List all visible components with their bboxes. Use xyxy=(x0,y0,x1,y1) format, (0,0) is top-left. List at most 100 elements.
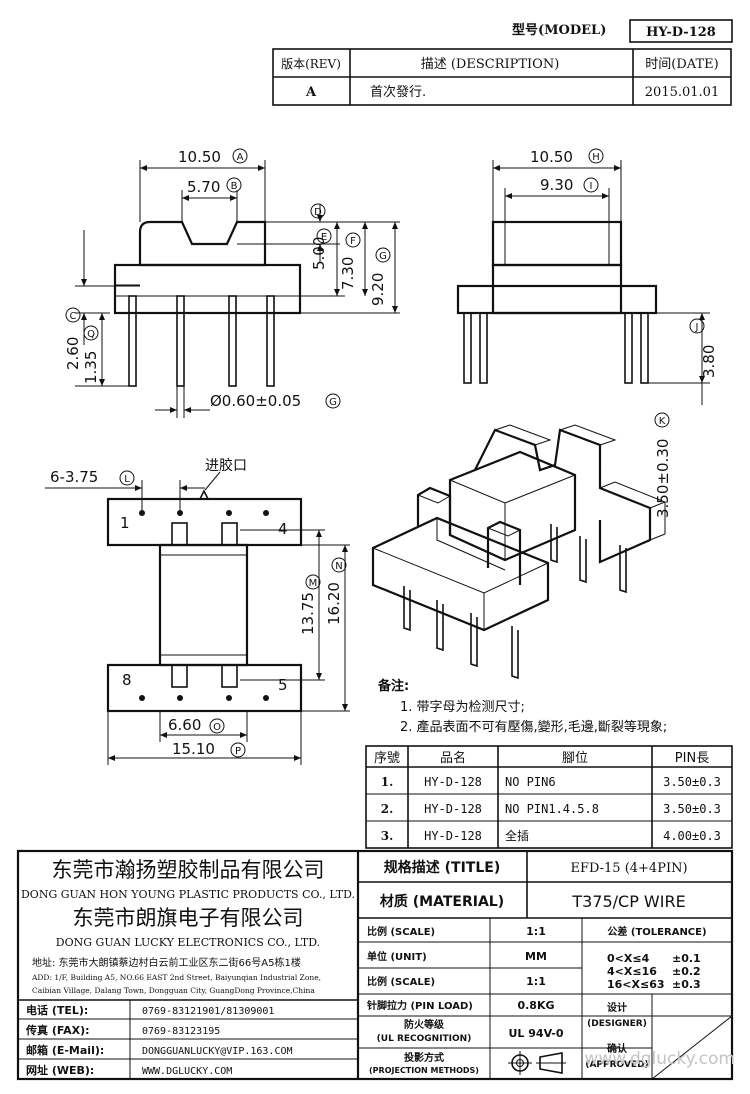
material-value: T375/CP WIRE xyxy=(571,892,685,911)
fax-value: 0769-83123195 xyxy=(142,1026,220,1037)
projection-en-label: (PROJECTION METHODS) xyxy=(369,1066,479,1075)
dim-pin-tag: G xyxy=(329,397,337,408)
approved-label: 确认 xyxy=(607,1042,628,1055)
model-value: HY-D-128 xyxy=(646,25,716,40)
tol-2-value: ±0.2 xyxy=(672,965,701,978)
dim-k-value: 3.50±0.30 xyxy=(654,439,672,518)
company-name-cn-2: 东莞市朗旗电子有限公司 xyxy=(73,906,304,930)
table-row-2-pos: NO PIN1.4.5.8 xyxy=(505,802,599,816)
desc-col-header: 描述 (DESCRIPTION) xyxy=(421,57,560,72)
pin-table-header-pos: 腳位 xyxy=(562,751,588,766)
dim-l-tag: L xyxy=(124,474,130,485)
table-row-3-name: HY-D-128 xyxy=(424,829,482,843)
email-label: 邮箱 (E-Mail): xyxy=(26,1043,104,1057)
model-box xyxy=(629,19,733,43)
spec-title-label: 规格描述 (TITLE) xyxy=(384,859,500,876)
spec-title-value: EFD-15 (4+4PIN) xyxy=(570,861,687,876)
isometric-view xyxy=(371,424,667,680)
dim-d-tag: D xyxy=(314,207,322,218)
front-view-dimensions: 10.50 A 5.70 B D 5.00 E 7.30 F 9.20 G xyxy=(64,148,400,418)
pin-table: 序號 品名 腳位 PIN長 1. HY-D-128 NO PIN6 3.50±0… xyxy=(365,745,733,849)
table-row-3-len: 4.00±0.3 xyxy=(663,829,721,843)
dim-e-tag: E xyxy=(321,232,327,243)
pin-1-label: 1 xyxy=(120,514,130,532)
scale-label: 比例 (SCALE) xyxy=(367,925,435,938)
ul-label: 防火等级 xyxy=(404,1018,445,1031)
dim-a-value: 10.50 xyxy=(178,148,221,166)
dim-a-tag: A xyxy=(237,152,244,163)
dim-i-tag: I xyxy=(590,181,593,192)
date-col-header: 时间(DATE) xyxy=(645,57,718,72)
dim-b-tag: B xyxy=(231,181,238,192)
revision-table: 版本(REV) 描述 (DESCRIPTION) 时间(DATE) A 首次發行… xyxy=(272,48,732,106)
gate-label: 进胶口 xyxy=(205,457,247,474)
dim-9-value: 9.20 xyxy=(369,273,387,306)
company-name-en-1: DONG GUAN HON YOUNG PLASTIC PRODUCTS CO.… xyxy=(21,888,355,901)
unit-label: 单位 (UNIT) xyxy=(367,950,427,963)
company-address-en-1: ADD: 1/F, Building A5, NO.66 EAST 2nd St… xyxy=(31,973,321,982)
fax-label: 传真 (FAX): xyxy=(25,1023,90,1037)
dim-c-value: 2.60 xyxy=(64,337,82,370)
pin-table-header-no: 序號 xyxy=(374,751,400,766)
dim-h-tag: H xyxy=(592,152,600,163)
tol-1-range: 0<X≤4 xyxy=(607,952,650,965)
pin-load-label: 针脚拉力 (PIN LOAD) xyxy=(367,999,473,1012)
dim-c-tag: C xyxy=(70,311,77,322)
dim-f-value: 7.30 xyxy=(339,257,357,290)
projection-label: 投影方式 xyxy=(404,1051,444,1064)
web-value: WWW.DGLUCKY.COM xyxy=(142,1066,232,1077)
pin-5-label: 5 xyxy=(278,676,288,694)
table-row-1-len: 3.50±0.3 xyxy=(663,775,721,789)
pin-4-label: 4 xyxy=(278,520,288,538)
dim-m-tag: M xyxy=(309,578,318,589)
tol-1-value: ±0.1 xyxy=(672,952,701,965)
scale-2-label: 比例 (SCALE) xyxy=(367,975,435,988)
dim-q-value: 1.35 xyxy=(82,351,100,384)
company-name-en-2: DONG GUAN LUCKY ELECTRONICS CO., LTD. xyxy=(56,936,320,949)
ul-value: UL 94V-0 xyxy=(508,1027,563,1040)
dim-q-tag: Q xyxy=(87,329,95,340)
watermark: www.dglucky.com xyxy=(584,1049,735,1069)
dim-b-value: 5.70 xyxy=(187,178,220,196)
title-block: 东莞市瀚扬塑胶制品有限公司 DONG GUAN HON YOUNG PLASTI… xyxy=(16,849,734,1081)
table-row-1-name: HY-D-128 xyxy=(424,775,482,789)
table-row-3-pos: 全插 xyxy=(505,828,529,843)
dim-e-value: 5.00 xyxy=(310,237,328,270)
ul-en-label: (UL RECOGNITION) xyxy=(377,1034,472,1044)
model-label: 型号(MODEL) xyxy=(512,22,606,38)
notes-title: 备注: xyxy=(377,678,409,694)
email-value: DONGGUANLUCKY@VIP.163.COM xyxy=(142,1046,293,1057)
tol-3-value: ±0.3 xyxy=(672,978,701,991)
dim-f-tag: F xyxy=(350,236,356,247)
dim-p-tag: P xyxy=(235,746,241,757)
rev-value: A xyxy=(305,85,317,100)
scale-2-value: 1:1 xyxy=(526,975,546,988)
dim-l-value: 6-3.75 xyxy=(50,468,98,486)
unit-value: MM xyxy=(525,950,547,963)
pin-table-header-len: PIN長 xyxy=(675,751,709,766)
table-row-2-no: 2. xyxy=(381,802,394,816)
pin-table-header-name: 品名 xyxy=(440,750,466,766)
pin-8-label: 8 xyxy=(122,671,132,689)
dim-o-value: 6.60 xyxy=(168,716,201,734)
projection-symbol-icon xyxy=(508,1051,566,1075)
bottom-view: 进胶口 1 4 8 5 xyxy=(106,457,303,713)
table-row-2-name: HY-D-128 xyxy=(424,802,482,816)
dim-9-tag: G xyxy=(379,251,387,262)
material-label: 材质 (MATERIAL) xyxy=(380,893,504,910)
dim-n-tag: N xyxy=(335,561,342,572)
tolerance-label: 公差 (TOLERANCE) xyxy=(607,925,706,938)
table-row-1-pos: NO PIN6 xyxy=(505,775,556,789)
company-address-en-2: Caibian Village, Dalang Town, Dongguan C… xyxy=(32,986,315,995)
dim-k-tag: K xyxy=(659,416,666,427)
pin-load-value: 0.8KG xyxy=(517,999,554,1012)
tol-3-range: 16<X≤63 xyxy=(607,978,665,991)
tol-2-range: 4<X≤16 xyxy=(607,965,657,978)
table-row-1-no: 1. xyxy=(381,775,394,789)
dim-m-value: 13.75 xyxy=(299,592,317,635)
side-view xyxy=(456,220,658,384)
dim-p-value: 15.10 xyxy=(172,740,215,758)
rev-col-header: 版本(REV) xyxy=(281,57,341,71)
designer-label: 设计 xyxy=(607,1001,627,1014)
